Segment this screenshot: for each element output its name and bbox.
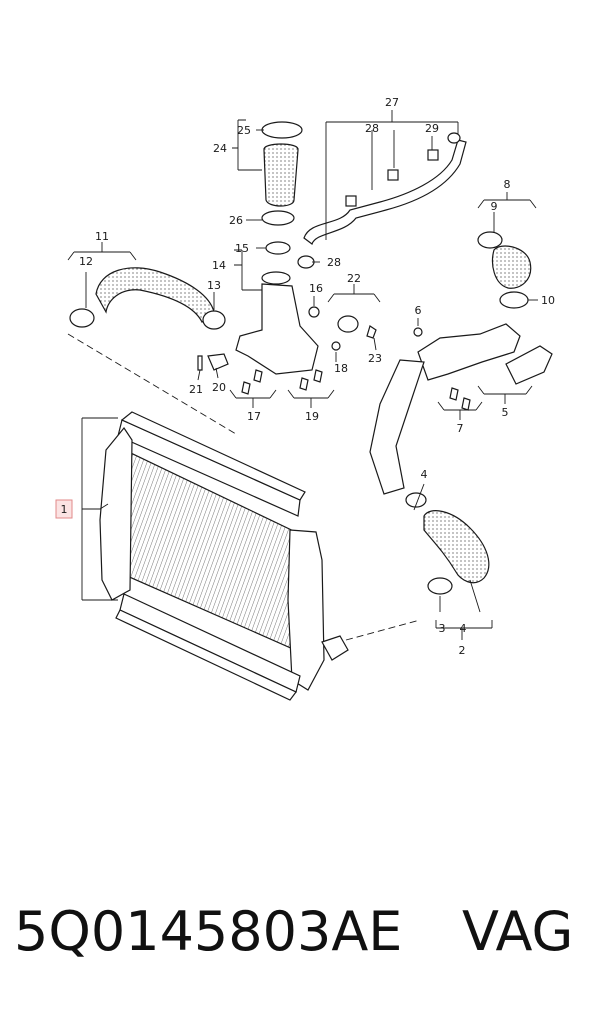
bolt-19b (299, 377, 309, 391)
flange-14 (261, 271, 291, 285)
clip-27-end (447, 132, 461, 144)
hose-8 (491, 245, 532, 289)
elbow-5 (505, 345, 553, 385)
callout-11[interactable]: 11 (95, 230, 109, 243)
parts-diagram: 1 2 3 4 4 5 6 7 8 9 10 11 12 13 14 15 16… (55, 96, 555, 701)
charge-pipe-upper (417, 323, 521, 381)
ring-15 (265, 241, 291, 255)
callout-19[interactable]: 19 (305, 410, 319, 423)
callout-7[interactable]: 7 (457, 422, 464, 435)
sensor-22 (337, 315, 359, 333)
hose-4 (423, 510, 490, 584)
callout-labels: 1 2 3 4 4 5 6 7 8 9 10 11 12 13 14 15 16… (55, 96, 555, 657)
bolt-17a (253, 369, 263, 383)
right-lower-pipe-group (369, 359, 490, 595)
right-upper-pipe-group (413, 231, 553, 411)
callout-15[interactable]: 15 (235, 242, 249, 255)
callout-24[interactable]: 24 (213, 142, 227, 155)
callout-9[interactable]: 9 (491, 200, 498, 213)
throttle-housing (235, 283, 319, 375)
sensor-20 (207, 353, 229, 371)
callout-12[interactable]: 12 (79, 255, 93, 268)
callout-23[interactable]: 23 (368, 352, 382, 365)
intercooler-bottom-rail-edge (115, 609, 297, 701)
clamp-10 (499, 291, 529, 309)
callout-6[interactable]: 6 (415, 304, 422, 317)
callout-26[interactable]: 26 (229, 214, 243, 227)
callout-5[interactable]: 5 (502, 406, 509, 419)
callout-1[interactable]: 1 (61, 503, 68, 516)
seal-16 (308, 306, 320, 318)
callout-27[interactable]: 27 (385, 96, 399, 109)
bellows-hose-24 (263, 143, 299, 207)
callout-8[interactable]: 8 (504, 178, 511, 191)
clip-28 (297, 255, 315, 269)
part-number: 5Q0145803AE (14, 900, 403, 963)
callout-22[interactable]: 22 (347, 272, 361, 285)
clamp-4-upper (405, 492, 427, 508)
vent-hose-group (303, 132, 467, 245)
bolt-21 (197, 355, 203, 371)
callout-18[interactable]: 18 (334, 362, 348, 375)
callout-14[interactable]: 14 (212, 259, 226, 272)
leader-lines (67, 110, 538, 641)
intercooler-assembly (99, 411, 349, 701)
intercooler-outlet-port (321, 635, 349, 661)
clamp-25 (261, 121, 303, 139)
intercooler-left-tank (99, 426, 133, 601)
callout-3[interactable]: 3 (439, 622, 446, 635)
seal-18 (331, 341, 341, 351)
callout-1-highlight[interactable] (55, 499, 73, 519)
clamp-9 (477, 231, 503, 249)
callout-29[interactable]: 29 (425, 122, 439, 135)
bolt-23 (366, 325, 377, 339)
clip-28-mid (387, 169, 399, 181)
brand-name: VAG (462, 900, 574, 963)
callout-4-upper[interactable]: 4 (421, 468, 428, 481)
callout-28-lower[interactable]: 28 (327, 256, 341, 269)
bolt-6 (413, 327, 423, 337)
callout-21[interactable]: 21 (189, 383, 203, 396)
center-assembly (197, 121, 377, 395)
vent-hose (303, 139, 467, 245)
clip-29 (427, 149, 439, 161)
callout-20[interactable]: 20 (212, 381, 226, 394)
charge-pipe-lower (369, 359, 425, 495)
bolt-17b (241, 381, 251, 395)
clamp-26 (261, 210, 295, 226)
hose-clamp-13 (202, 310, 226, 330)
callout-25[interactable]: 25 (237, 124, 251, 137)
left-charge-hose (95, 267, 215, 323)
clamp-3 (427, 577, 453, 595)
callout-17[interactable]: 17 (247, 410, 261, 423)
callout-13[interactable]: 13 (207, 279, 221, 292)
left-hose-group (69, 267, 226, 330)
callout-16[interactable]: 16 (309, 282, 323, 295)
callout-28-upper[interactable]: 28 (365, 122, 379, 135)
hose-clamp-12 (69, 308, 95, 328)
bolt-19a (313, 369, 323, 383)
bolt-7a (449, 387, 459, 401)
callout-4-lower[interactable]: 4 (460, 622, 467, 635)
bolt-7b (461, 397, 471, 411)
clip-28-upper (345, 195, 357, 207)
intercooler-top-rail-edge (120, 411, 306, 501)
footer: 5Q0145803AE VAG (0, 900, 600, 980)
callout-10[interactable]: 10 (541, 294, 555, 307)
intercooler-right-tank (287, 529, 325, 691)
callout-2[interactable]: 2 (459, 644, 466, 657)
